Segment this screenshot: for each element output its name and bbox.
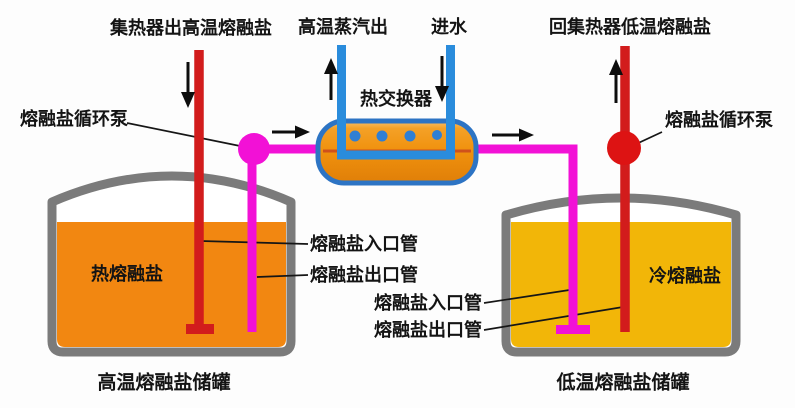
label-water-in: 进水 (431, 17, 467, 38)
flow-arrow-down-hot-icon (181, 62, 195, 108)
label-outlet-pipe-left: 熔融盐出口管 (310, 265, 418, 286)
leader-outlet-left (256, 274, 309, 278)
label-cold-salt: 冷熔融盐 (649, 266, 721, 287)
hot-tank-fill (57, 222, 286, 347)
molten-salt-pump-right (607, 131, 641, 165)
label-collector-out: 集热器出高温熔融盐 (110, 18, 272, 39)
hot-tank-inlet-diffuser (186, 324, 214, 334)
flow-arrow-right-to-exchanger-icon (272, 125, 310, 139)
flow-arrow-up-steam-icon (324, 58, 338, 100)
water-droplets (349, 130, 442, 142)
droplet-icon (432, 130, 442, 140)
droplet-icon (376, 130, 388, 142)
flow-arrow-down-water-icon (435, 56, 449, 102)
flow-arrow-right-from-exchanger-icon (492, 128, 534, 142)
cold-tank-inlet-diffuser (556, 325, 590, 334)
droplet-icon (404, 130, 416, 142)
label-heat-exchanger: 热交换器 (360, 89, 432, 110)
leader-outlet-right (483, 306, 624, 331)
label-inlet-pipe-right: 熔融盐入口管 (374, 293, 482, 314)
molten-salt-pump-left (238, 133, 270, 165)
label-hot-salt: 热熔融盐 (91, 264, 163, 285)
label-pump-left: 熔融盐循环泵 (20, 109, 128, 130)
label-outlet-pipe-right: 熔融盐出口管 (374, 320, 482, 341)
label-cold-tank: 低温熔融盐储罐 (556, 371, 690, 394)
leader-inlet-right (483, 288, 577, 304)
heat-exchanger-coil (337, 45, 455, 160)
droplet-icon (349, 130, 361, 142)
label-steam-out: 高温蒸汽出 (298, 17, 388, 38)
leader-pump-left (126, 122, 246, 148)
label-pump-right: 熔融盐循环泵 (665, 110, 773, 131)
label-hot-tank: 高温熔融盐储罐 (97, 371, 231, 394)
label-inlet-pipe-left: 熔融盐入口管 (310, 234, 418, 255)
label-return-collector: 回集热器低温熔融盐 (549, 17, 711, 38)
flow-arrow-up-return-icon (609, 59, 623, 103)
